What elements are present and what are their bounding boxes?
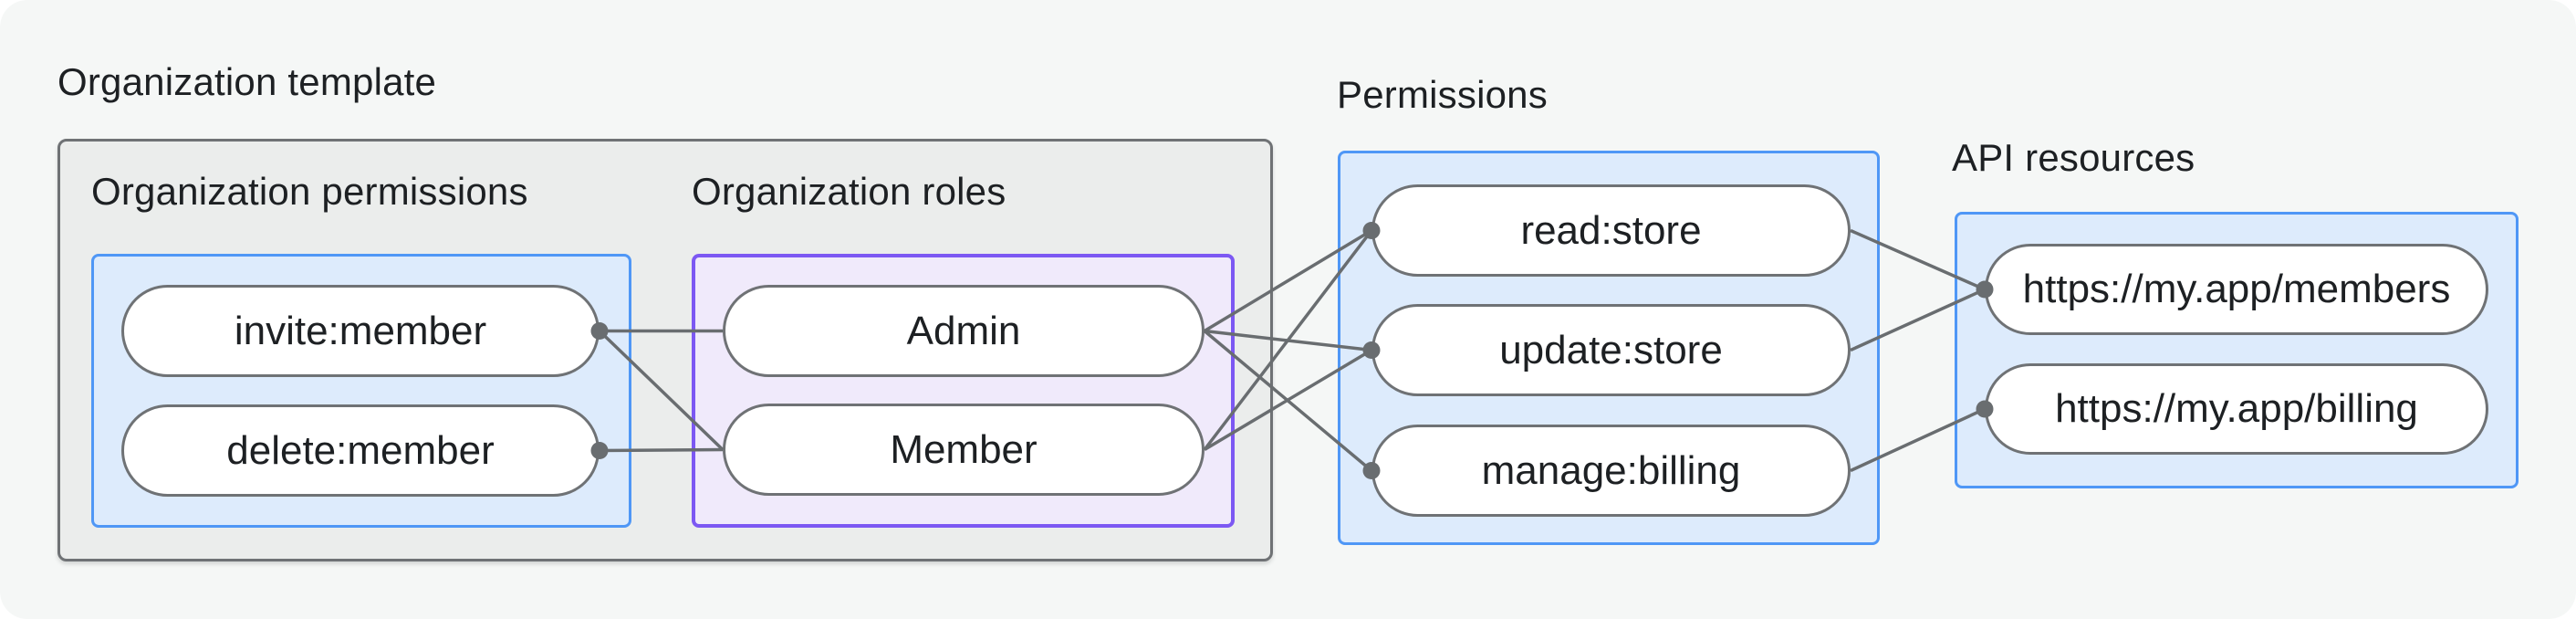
node-api-resource-members: https://my.app/members [1985, 244, 2488, 335]
org-permissions-label: Organization permissions [91, 170, 528, 213]
org-roles-label: Organization roles [692, 170, 1006, 213]
org-template-title: Organization template [57, 60, 437, 103]
node-api-resource-billing: https://my.app/billing [1985, 363, 2488, 455]
node-read-store-permission: read:store [1371, 184, 1851, 277]
node-manage-billing-permission: manage:billing [1371, 425, 1851, 517]
api-resources-label: API resources [1952, 136, 2195, 179]
node-delete-member-permission: delete:member [121, 404, 600, 497]
node-update-store-permission: update:store [1371, 304, 1851, 396]
node-member-role: Member [723, 404, 1205, 496]
node-admin-role: Admin [723, 285, 1205, 377]
permissions-label: Permissions [1337, 73, 1548, 116]
node-invite-member-permission: invite:member [121, 285, 600, 377]
